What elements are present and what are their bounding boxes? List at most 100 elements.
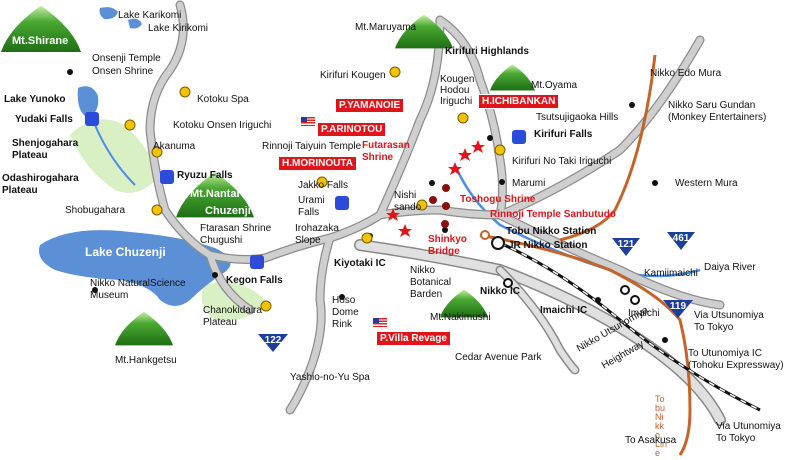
nikko-ic-label: Nikko IC bbox=[480, 286, 521, 297]
mountain-oyama bbox=[490, 64, 535, 91]
hodou-label: Hodou bbox=[440, 85, 470, 96]
yashio-label: Yashio-no-Yu Spa bbox=[290, 372, 370, 383]
route-461-label: 461 bbox=[672, 233, 690, 244]
orange-route-north bbox=[559, 54, 657, 242]
hotel-arinotou[interactable]: P.ARINOTOU bbox=[317, 122, 387, 137]
route-121-shield bbox=[612, 238, 640, 256]
hotel-ichibankan[interactable]: H.ICHIBANKAN bbox=[478, 94, 560, 109]
monkey-entertainers-label: (Monkey Entertainers) bbox=[668, 112, 767, 123]
futarasan-shrine-label: Shrine bbox=[362, 152, 394, 163]
hotel-villa-revage[interactable]: P.Villa Revage bbox=[376, 331, 451, 346]
temple-markers bbox=[429, 184, 450, 228]
kirifuri-highlands-label: Kirifuri Highlands bbox=[445, 46, 529, 57]
shenjogahara-plateau bbox=[70, 119, 160, 193]
shinkyo-bridge-label: Bridge bbox=[428, 246, 460, 257]
chugushi-label: Chugushi bbox=[200, 235, 243, 246]
jr-nikko-line bbox=[499, 241, 761, 412]
akanuma-label: Akanuma bbox=[153, 141, 196, 152]
onsenji-temple-label: Onsenji Temple bbox=[92, 53, 161, 64]
botanical-label: Nikko bbox=[410, 265, 436, 276]
tobu-nikko-station-label: Tobu Nikko Station bbox=[506, 226, 597, 237]
daiya-river-label: Daiya River bbox=[704, 262, 756, 273]
imaichi-ic-label: Imaichi IC bbox=[540, 305, 588, 316]
urami-falls-label: Falls bbox=[298, 207, 320, 218]
botanical-2-label: Botanical bbox=[410, 277, 452, 288]
mt-nakimushi-label: Mt.Nakimushi bbox=[430, 312, 491, 323]
route-119-label: 119 bbox=[669, 301, 687, 312]
ryuzu-falls-label: Ryuzu Falls bbox=[177, 170, 233, 181]
jr-nikko-station-label: JR Nikko Station bbox=[508, 240, 588, 251]
to-tokyo-label: To Tokyo bbox=[694, 322, 734, 333]
mt-maruyama-label: Mt.Maruyama bbox=[355, 22, 417, 33]
mt-oyama-label: Mt.Oyama bbox=[531, 80, 578, 91]
shinkyo-label: Shinkyo bbox=[428, 234, 467, 245]
kirifuri-falls-label: Kirifuri Falls bbox=[534, 129, 593, 140]
lake-yunoko bbox=[77, 86, 99, 118]
rinnoji-sanbutudo-label: Rinnoji Temple Sanbutudo bbox=[490, 209, 616, 220]
cedar-avenue-label: Cedar Avenue Park bbox=[455, 352, 542, 363]
chanokidaira-plateau-label: Plateau bbox=[203, 317, 237, 328]
irohazaka-slope-label: Slope bbox=[295, 235, 321, 246]
marumi-label: Marumi bbox=[512, 178, 546, 189]
route-122-label: 122 bbox=[264, 335, 282, 346]
nikko-edo-mura-label: Nikko Edo Mura bbox=[650, 68, 722, 79]
shobugahara-label: Shobugahara bbox=[65, 205, 126, 216]
lake-karikomi bbox=[99, 7, 118, 20]
kirifuri-no-taki-label: Kirifuri No Taki Iriguchi bbox=[512, 156, 612, 167]
nishi-label: Nishi bbox=[394, 190, 417, 201]
kougen-label: Kougen bbox=[440, 74, 475, 85]
flag-icon-2 bbox=[373, 318, 387, 327]
lake-chuzenji bbox=[39, 230, 231, 306]
odashirogahara-plateau-label: Plateau bbox=[2, 185, 38, 196]
route-119-shield bbox=[663, 300, 693, 318]
lake-kirikomi bbox=[128, 18, 142, 29]
saru-gundan-label: Nikko Saru Gundan bbox=[668, 100, 756, 111]
mt-hankgetsu-label: Mt.Hankgetsu bbox=[115, 355, 177, 366]
hotel-morinouta[interactable]: H.MORINOUTA bbox=[278, 156, 357, 171]
via-utsunomiya-label: Via Utsunomiya bbox=[694, 310, 764, 321]
to-utunomiya-ic-label: To Utunomiya IC bbox=[688, 348, 762, 359]
mt-nantai-label: Mt.Nantai bbox=[190, 188, 240, 200]
nature-museum-2-label: Museum bbox=[90, 290, 129, 301]
hotel-yamanoie[interactable]: P.YAMANOIE bbox=[335, 98, 405, 113]
to-tokyo-2-label: To Tokyo bbox=[716, 433, 756, 444]
botanical-3-label: Barden bbox=[410, 289, 443, 300]
toshogu-label: Toshogu Shrine bbox=[460, 194, 536, 205]
irohazaka-label: Irohazaka bbox=[295, 223, 339, 234]
urami-label: Urami bbox=[298, 195, 325, 206]
rink-label: Rink bbox=[332, 319, 353, 330]
hotel-star-icons bbox=[386, 140, 485, 237]
bus-stop-icons bbox=[124, 66, 506, 312]
dome-label: Dome bbox=[332, 307, 359, 318]
kotoku-onsen-iriguchi-label: Kotoku Onsen Iriguchi bbox=[173, 120, 272, 131]
tobu-nikko-line-label: Tobu Nikko Line bbox=[655, 394, 668, 458]
tohoku-expressway-label: (Tohoku Expressway) bbox=[688, 360, 784, 371]
iriguchi-label: Iriguchi bbox=[440, 96, 473, 107]
route-122-shield bbox=[258, 334, 288, 352]
jr-nikko-station-marker bbox=[491, 236, 505, 250]
hoso-label: Hoso bbox=[332, 295, 356, 306]
kamiimaichi-label: Kamiimaichi bbox=[644, 268, 698, 279]
nature-museum-label: Nikko NaturalScience bbox=[90, 278, 186, 289]
sando-label: sando bbox=[394, 202, 422, 213]
falls-icons bbox=[85, 112, 526, 269]
futarasan-label: Futarasan bbox=[362, 140, 410, 151]
western-mura-label: Western Mura bbox=[675, 178, 738, 189]
lake-kirikomi-label: Lake Kirikomi bbox=[148, 23, 209, 34]
imaichi-label: Imaichi bbox=[628, 308, 660, 319]
route-121-label: 121 bbox=[617, 239, 635, 250]
rinnoji-taiyuin-label: Rinnoji Taiyuin Temple bbox=[262, 141, 362, 152]
chanokidaira-label: Chanokidaira bbox=[203, 305, 262, 316]
lake-karikomi-label: Lake Karikomi bbox=[118, 10, 182, 21]
lake-chuzenji-label: Lake Chuzenji bbox=[85, 245, 166, 259]
chuzenji-spa-label: Chuzenji Spa bbox=[205, 205, 275, 217]
lake-yunoko-label: Lake Yunoko bbox=[4, 94, 66, 105]
kiyotaki-ic-label: Kiyotaki IC bbox=[334, 258, 386, 269]
route-461-shield bbox=[667, 232, 695, 250]
kirifuri-kougen-label: Kirifuri Kougen bbox=[320, 70, 386, 81]
flag-icon bbox=[301, 117, 315, 126]
via-utunomiya-label: Via Utunomiya bbox=[716, 421, 781, 432]
yudaki-falls-label: Yudaki Falls bbox=[15, 114, 73, 125]
jakko-falls-label: Jakko Falls bbox=[298, 180, 349, 191]
